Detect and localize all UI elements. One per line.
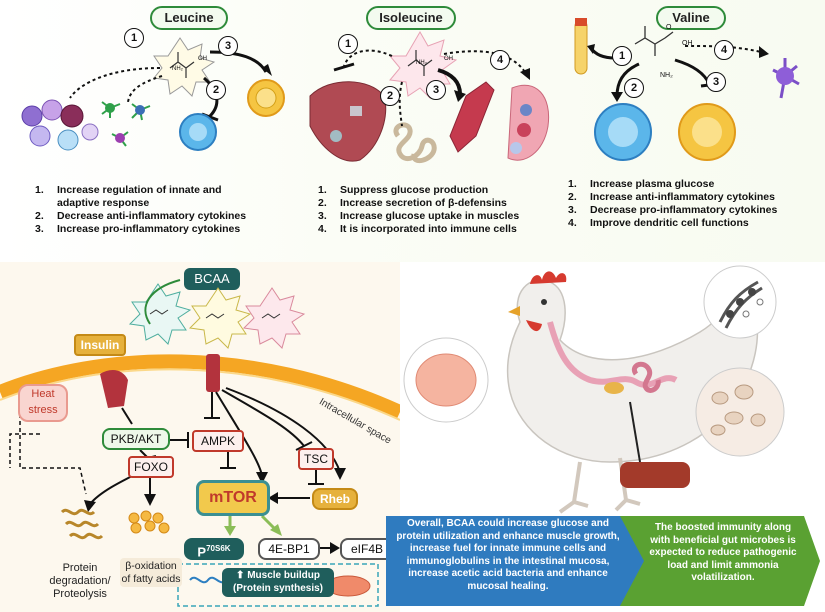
foxo-node: FOXO — [128, 456, 174, 478]
valine-marker-1: 1 — [612, 46, 632, 66]
heat-stress-label: Heat stress — [18, 384, 68, 422]
valine-marker-4: 4 — [714, 40, 734, 60]
isoleucine-oh: OH — [444, 56, 453, 62]
isoleucine-effect-3: 3.Increase glucose uptake in muscles — [318, 210, 520, 222]
valine-effect-3: 3.Decrease pro-inflammatory cytokines — [568, 204, 778, 216]
valine-o: O — [666, 24, 672, 31]
isoleucine-illustration — [309, 31, 550, 164]
isoleucine-marker-4: 4 — [490, 50, 510, 70]
bcaa-label: BCAA — [184, 268, 240, 290]
protein-degradation-label: Protein degradation/ Proteolysis — [49, 562, 111, 600]
summary-green-banner — [620, 516, 820, 606]
isoleucine-marker-1: 1 — [338, 34, 358, 54]
valine-nh2: NH₂ — [660, 72, 673, 79]
leucine-effect-3: 3.Increase pro-inflammatory cytokines — [35, 223, 241, 235]
summary-blue-banner — [386, 516, 648, 606]
valine-marker-3: 3 — [706, 72, 726, 92]
valine-effect-2: 2.Increase anti-inflammatory cytokines — [568, 191, 775, 203]
p70s6k-sup: 70S6K — [206, 544, 231, 553]
valine-marker-2: 2 — [624, 78, 644, 98]
mtor-node: mTOR — [196, 480, 270, 516]
leucine-effect-1: 1.Increase regulation of innate and adap… — [35, 184, 222, 209]
leucine-marker-1: 1 — [124, 28, 144, 48]
tsc-node: TSC — [298, 448, 334, 470]
leucine-title: Leucine — [150, 6, 228, 30]
beta-oxidation-label: β-oxidation of fatty acids — [120, 558, 182, 587]
isoleucine-effect-1: 1.Suppress glucose production — [318, 184, 489, 196]
pathway-diagram — [0, 279, 400, 607]
muscle-buildup-label: ⬆ Muscle buildup — [236, 570, 320, 581]
p70s6k-prefix: P — [197, 544, 207, 560]
valine-oh: OH — [682, 40, 693, 47]
isoleucine-effects-list: 1.Suppress glucose production 2.Increase… — [318, 184, 558, 236]
protein-synthesis-label: (Protein synthesis) — [232, 583, 324, 594]
valine-illustration — [574, 18, 800, 161]
chicken-illustration — [403, 265, 785, 514]
leucine-marker-2: 2 — [206, 80, 226, 100]
isoleucine-marker-2: 2 — [380, 86, 400, 106]
leucine-illustration — [21, 37, 285, 151]
muscle-buildup-box: ⬆ Muscle buildup (Protein synthesis) — [222, 568, 334, 597]
eif4b-node: eIF4B — [340, 538, 394, 560]
valine-effects-list: 1.Increase plasma glucose 2.Increase ant… — [568, 178, 818, 230]
valine-effect-4: 4.Improve dendritic cell functions — [568, 217, 749, 229]
p70s6k-node: P70S6K — [184, 538, 244, 560]
valine-effect-1: 1.Increase plasma glucose — [568, 178, 715, 190]
summary-blue-text: Overall, BCAA could increase glucose and… — [396, 518, 620, 592]
isoleucine-effect-4: 4.It is incorporated into immune cells — [318, 223, 517, 235]
isoleucine-effect-2: 2.Increase secretion of β-defensins — [318, 197, 507, 209]
leucine-nh2: NH₂ — [172, 66, 183, 72]
leucine-oh: OH — [198, 56, 207, 62]
pkb-akt-node: PKB/AKT — [102, 428, 170, 450]
isoleucine-title: Isoleucine — [366, 6, 456, 30]
rheb-node: Rheb — [312, 488, 358, 510]
leucine-marker-3: 3 — [218, 36, 238, 56]
valine-title: Valine — [656, 6, 726, 30]
leucine-effects-list: 1.Increase regulation of innate and adap… — [35, 184, 265, 236]
leucine-effect-2: 2.Decrease anti-inflammatory cytokines — [35, 210, 247, 222]
isoleucine-nh2: NH₂ — [416, 60, 427, 66]
ampk-node: AMPK — [192, 430, 244, 452]
4ebp1-node: 4E-BP1 — [258, 538, 320, 560]
insulin-label: Insulin — [74, 334, 126, 356]
isoleucine-marker-3: 3 — [426, 80, 446, 100]
summary-green-text: The boosted immunity along with benefici… — [649, 522, 797, 583]
